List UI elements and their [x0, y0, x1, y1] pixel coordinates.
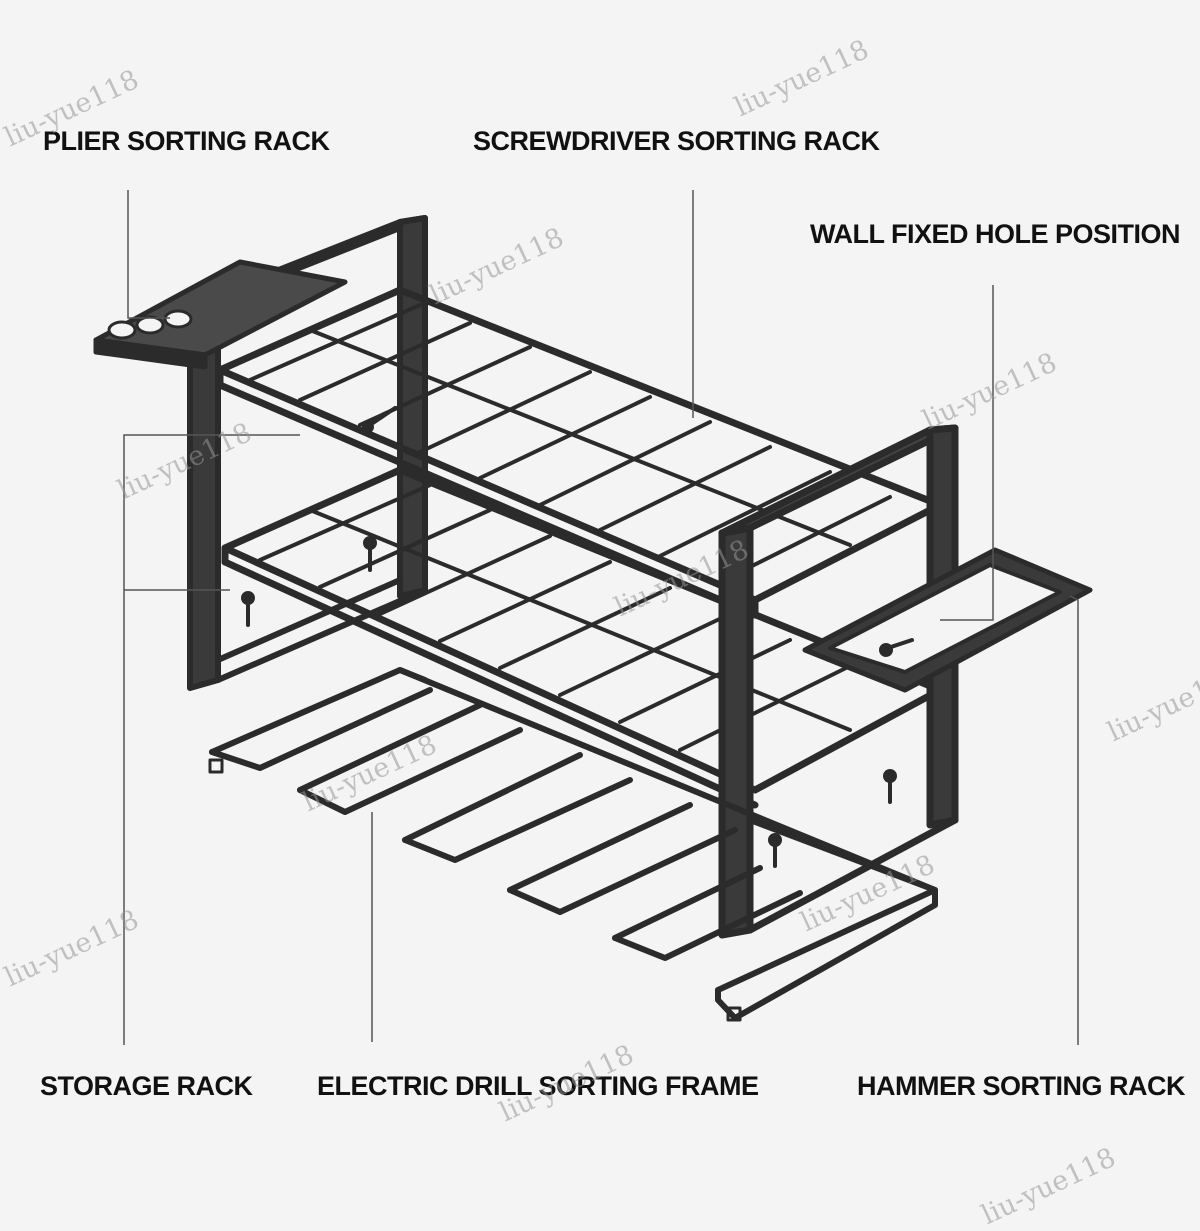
storage-leader: [123, 434, 300, 1045]
screwdriver-sorting-rack-label: SCREWDRIVER SORTING RACK: [473, 126, 880, 156]
hammer-sorting-rack-label: HAMMER SORTING RACK: [857, 1071, 1186, 1101]
hammer-leader: [1069, 595, 1079, 1045]
storage-rack-label: STORAGE RACK: [40, 1071, 253, 1101]
plier-sorting-rack-label: PLIER SORTING RACK: [43, 126, 330, 156]
plier-leader: [127, 190, 170, 319]
tool-rack-illustration: [93, 190, 1093, 1045]
diagram-canvas: PLIER SORTING RACK SCREWDRIVER SORTING R…: [0, 34, 1200, 1231]
wall-fixed-hole-position-label: WALL FIXED HOLE POSITION: [810, 219, 1181, 249]
drill-hooks: [208, 667, 938, 1022]
bottom-shelf-wires: [258, 483, 852, 752]
screws: [241, 406, 914, 868]
leader-lines: [123, 190, 1079, 1045]
top-shelf-wires: [248, 303, 892, 584]
electric-drill-sorting-frame-label: ELECTRIC DRILL SORTING FRAME: [317, 1071, 759, 1101]
plier-plate: [93, 259, 348, 370]
wall-hole-leader: [940, 285, 994, 621]
